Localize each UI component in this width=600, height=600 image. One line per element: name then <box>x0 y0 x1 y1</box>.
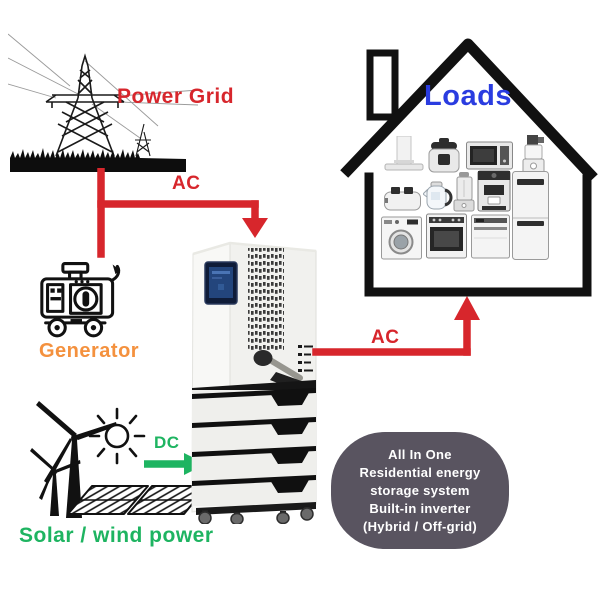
battery-drawer <box>192 417 316 448</box>
refrigerator-icon <box>512 171 549 260</box>
battery-drawer <box>192 388 316 419</box>
ac-label-top: AC <box>172 173 201 194</box>
generator-icon <box>40 262 121 338</box>
solar-wind-label: Solar / wind power <box>19 524 214 547</box>
transmission-tower-icon <box>8 33 198 172</box>
ac-label-right: AC <box>371 327 400 348</box>
blender-icon <box>453 172 475 212</box>
callout-line: All In One <box>388 446 452 462</box>
power-grid-label: Power Grid <box>117 85 235 108</box>
callout-line: storage system <box>370 482 470 498</box>
food-processor-icon <box>522 135 545 174</box>
washing-machine-icon <box>381 216 422 260</box>
vent-grille <box>248 248 284 352</box>
dishwasher-icon <box>471 214 510 259</box>
battery-drawer <box>192 446 316 477</box>
callout-line: Residential energy <box>359 464 481 480</box>
knob <box>253 350 273 366</box>
ac-connector-unit-to-loads <box>312 296 480 356</box>
generator-label: Generator <box>39 340 140 362</box>
coffee-machine-icon <box>477 170 511 212</box>
caster-wheels <box>198 507 314 524</box>
battery-tower-icon <box>191 241 317 524</box>
ac-connector-grid-to-unit <box>97 168 268 258</box>
callout-line: (Hybrid / Off-grid) <box>362 518 478 534</box>
arrowhead-up <box>454 296 480 320</box>
multicooker-icon <box>428 138 460 173</box>
kettle-icon <box>423 181 453 210</box>
io-ports <box>298 345 313 372</box>
product-callout-bubble: All In One Residential energy storage sy… <box>331 432 509 549</box>
range-hood-icon <box>384 136 424 171</box>
grass-silhouette <box>10 148 186 172</box>
arrowhead-down <box>242 218 268 238</box>
solar-panel-icon <box>67 485 208 515</box>
sun-icon <box>88 407 146 465</box>
wind-turbine-small-icon <box>30 448 81 516</box>
microwave-icon <box>466 141 513 170</box>
battery-drawer <box>192 475 316 506</box>
toaster-icon <box>384 187 421 211</box>
chimney <box>366 49 399 121</box>
dc-label: DC <box>154 433 180 452</box>
roof <box>340 38 598 182</box>
callout-line: Built-in inverter <box>369 500 471 516</box>
inverter-screen <box>204 261 238 305</box>
solar-wind-illustration <box>30 401 208 518</box>
oven-icon <box>426 213 467 259</box>
loads-label: Loads <box>424 80 512 112</box>
